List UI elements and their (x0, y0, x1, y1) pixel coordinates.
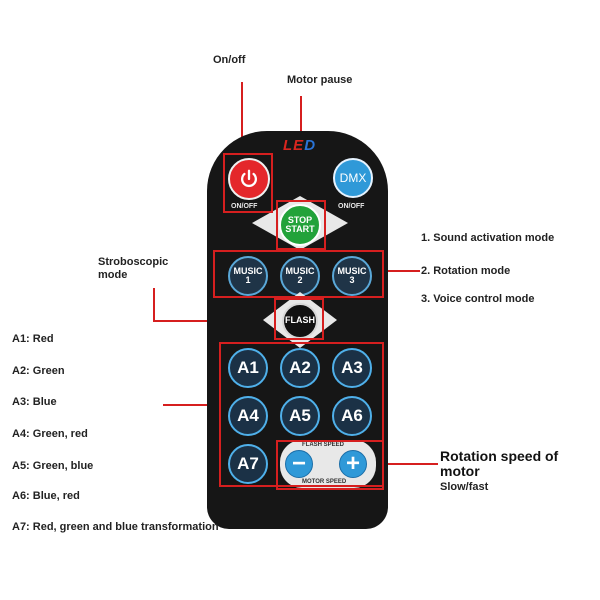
music-3-number: 3 (349, 275, 355, 285)
label-voice-control: 3. Voice control mode (421, 293, 535, 305)
music-1-label: MUSIC (233, 265, 263, 276)
music-3-label: MUSIC (337, 265, 367, 276)
legend-a2: A2: Green (12, 365, 65, 377)
highlight-flash (274, 298, 324, 340)
power-icon (240, 169, 258, 188)
highlight-speed (276, 440, 384, 490)
music-1-number: 1 (245, 275, 251, 285)
speed-up-button[interactable]: + (339, 450, 367, 478)
legend-a4: A4: Green, red (12, 428, 88, 440)
start-label: START (285, 224, 315, 234)
color-button-a2[interactable]: A2 (280, 348, 320, 388)
callout-line-speed (384, 463, 438, 465)
callout-line-modes (384, 270, 420, 272)
brand-logo: LED (283, 137, 317, 154)
legend-a3: A3: Blue (12, 396, 57, 408)
dmx-button[interactable]: DMX (333, 158, 373, 198)
highlight-music-modes (213, 250, 384, 298)
stop-label: STOP (287, 214, 313, 225)
legend-a5: A5: Green, blue (12, 460, 94, 472)
music-2-label: MUSIC (285, 265, 315, 276)
speed-down-button[interactable]: − (285, 450, 313, 478)
highlight-power (223, 153, 273, 213)
legend-a1: A1: Red (12, 333, 54, 345)
label-rotation: 2. Rotation mode (421, 265, 511, 277)
power-button[interactable] (228, 158, 270, 200)
color-button-a5[interactable]: A5 (280, 396, 320, 436)
legend-a6: A6: Blue, red (12, 490, 80, 502)
callout-line-strobe-v (153, 288, 155, 322)
label-sound-activation: 1. Sound activation mode (421, 232, 555, 244)
flash-speed-caption: FLASH SPEED (302, 442, 345, 448)
label-on-off: On/off (213, 54, 246, 66)
label-rotation-speed: Rotation speed of motor (440, 448, 559, 479)
highlight-stop-start (276, 200, 326, 250)
music-2-number: 2 (297, 275, 303, 285)
dmx-caption: ON/OFF (338, 203, 365, 210)
color-button-a4[interactable]: A4 (228, 396, 268, 436)
color-button-a7[interactable]: A7 (228, 444, 268, 484)
label-motor-pause: Motor pause (287, 74, 353, 86)
highlight-color-buttons (219, 342, 384, 487)
power-caption: ON/OFF (231, 203, 258, 210)
color-button-a1[interactable]: A1 (228, 348, 268, 388)
color-button-a3[interactable]: A3 (332, 348, 372, 388)
label-slow-fast: Slow/fast (440, 481, 489, 493)
callout-line-onoff (241, 82, 243, 156)
label-stroboscopic: Stroboscopic mode (98, 256, 169, 281)
callout-line-colors (163, 404, 219, 406)
color-button-a6[interactable]: A6 (332, 396, 372, 436)
motor-speed-caption: MOTOR SPEED (302, 479, 347, 485)
legend-a7: A7: Red, green and blue transformation (12, 521, 219, 533)
